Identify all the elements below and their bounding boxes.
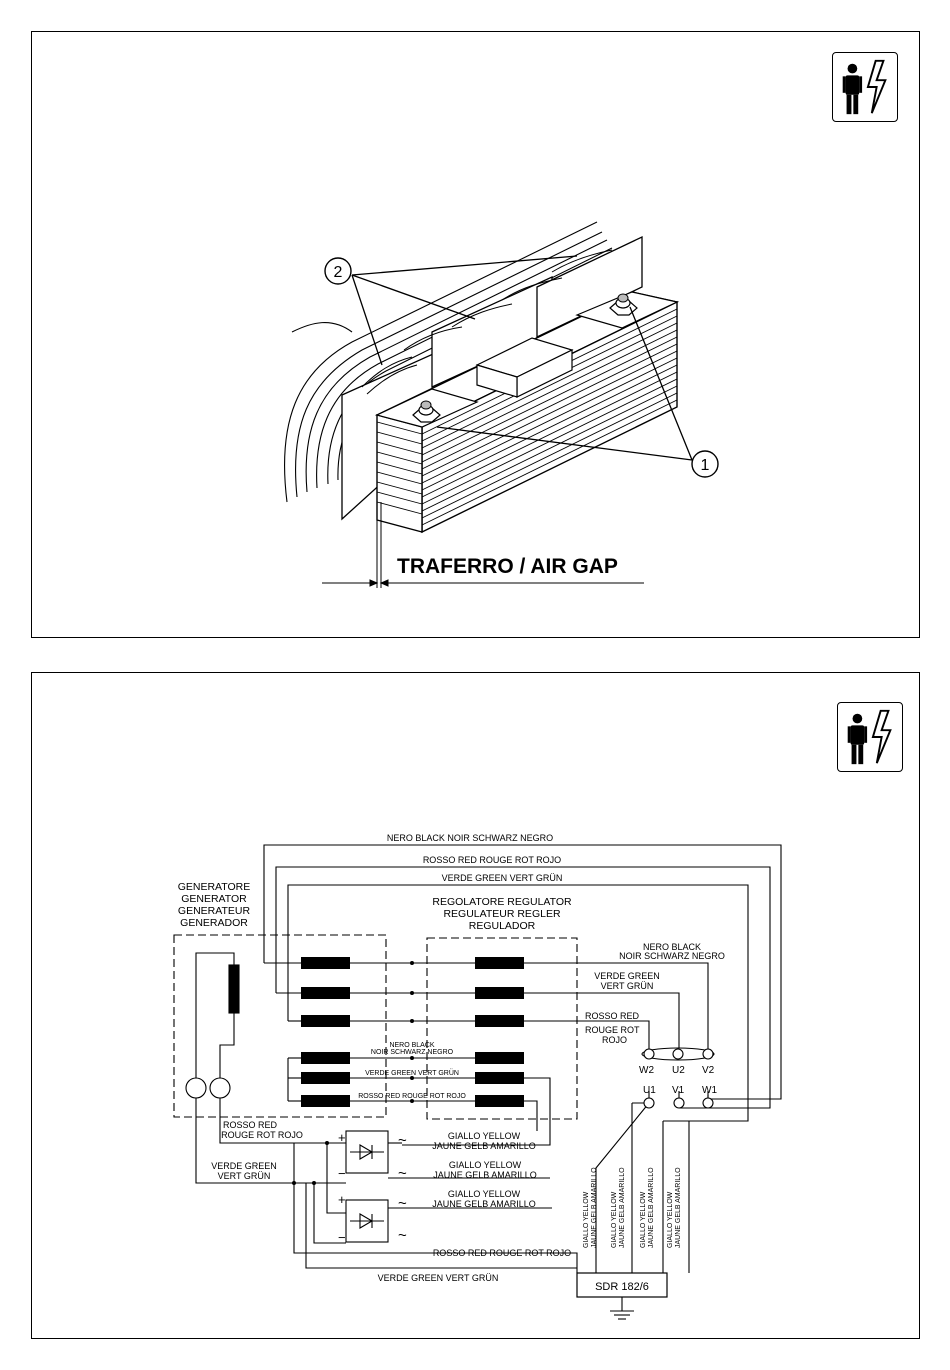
terminal-w1: W1 [702, 1085, 717, 1096]
right-black-label-2: NOIR SCHWARZ NEGRO [619, 951, 725, 961]
right-black-label-1: NERO BLACK [643, 942, 701, 952]
terminals [641, 1047, 715, 1109]
right-red-label-1: ROSSO RED [585, 1011, 640, 1021]
bolt-left [412, 400, 441, 423]
bolt-right [609, 293, 638, 316]
wire-green-loop [287, 884, 749, 1122]
generator-label-3: GENERATEUR [178, 905, 251, 917]
yellow-1-label-1: GIALLO YELLOW [448, 1131, 521, 1141]
air-gap-illustration: 1 2 TRAFERRO / AIR GAP [284, 221, 719, 588]
callout-1-leaders [436, 306, 693, 461]
generator-label-2: GENERATOR [181, 893, 247, 905]
mid-black-label-1: NERO BLACK [389, 1042, 434, 1049]
wiring-diagram: NERO BLACK NOIR SCHWARZ NEGRO ROSSO RED … [173, 833, 782, 1320]
callout-1-label: 1 [701, 457, 710, 474]
vertical-yellow-1b: JAUNE GELB AMARILLO [591, 1167, 598, 1248]
right-green-label-2: VERT GRÜN [601, 981, 654, 991]
right-red-label-2: ROUGE ROT [585, 1025, 640, 1035]
vertical-yellow-4b: JAUNE GELB AMARILLO [675, 1167, 682, 1248]
generator-box [173, 934, 387, 1118]
terminal-u1: U1 [643, 1085, 656, 1096]
left-red-label-1: ROSSO RED [223, 1120, 278, 1130]
vertical-yellow-1a: GIALLO YELLOW [583, 1191, 590, 1248]
bottom-green-label: VERDE GREEN VERT GRÜN [378, 1273, 499, 1283]
ac-sign-3: ~ [398, 1195, 407, 1212]
coil-bars [301, 957, 524, 1107]
left-green-label-2: VERT GRÜN [218, 1171, 271, 1181]
callout-2-circle [324, 257, 352, 285]
ac-sign-4: ~ [398, 1227, 407, 1244]
callout-2-leaders [351, 255, 578, 366]
yellow-3-label-1: GIALLO YELLOW [448, 1189, 521, 1199]
sdr-connector-label: SDR 182/6 [595, 1281, 649, 1293]
vertical-yellow-2b: JAUNE GELB AMARILLO [619, 1167, 626, 1248]
magnet-block [374, 291, 680, 534]
vertical-yellow-3b: JAUNE GELB AMARILLO [648, 1167, 655, 1248]
electrical-hazard-icon [832, 52, 898, 122]
left-red-label-2: ROUGE ROT ROJO [221, 1130, 303, 1140]
yellow-1-label-2: JAUNE GELB AMARILLO [432, 1141, 536, 1151]
left-green-label-1: VERDE GREEN [211, 1161, 277, 1171]
air-gap-dimension [322, 502, 644, 588]
electrical-hazard-icon [837, 702, 903, 772]
wiring-diagram-panel: NERO BLACK NOIR SCHWARZ NEGRO ROSSO RED … [31, 672, 920, 1339]
plus-sign-1: + [338, 1130, 346, 1145]
vertical-yellow-2a: GIALLO YELLOW [611, 1191, 618, 1248]
mid-red-label: ROSSO RED ROUGE ROT ROJO [358, 1093, 466, 1100]
regulator-label-2: REGULATEUR REGLER [443, 908, 560, 920]
mid-black-label-2: NOIR SCHWARZ NEGRO [371, 1049, 454, 1056]
generator-label-1: GENERATORE [178, 881, 251, 893]
regulator-label-1: REGOLATORE REGULATOR [432, 896, 572, 908]
yellow-3-label-2: JAUNE GELB AMARILLO [432, 1199, 536, 1209]
callout-2-label: 2 [334, 264, 343, 281]
wire-red-top-label: ROSSO RED ROUGE ROT ROJO [423, 855, 561, 865]
vertical-yellow-4a: GIALLO YELLOW [667, 1191, 674, 1248]
ac-sign-2: ~ [398, 1165, 407, 1182]
terminal-w2: W2 [639, 1065, 654, 1076]
callout-1-circle [691, 450, 719, 478]
vertical-yellow-3a: GIALLO YELLOW [640, 1191, 647, 1248]
wire-black-top-label: NERO BLACK NOIR SCHWARZ NEGRO [387, 833, 553, 843]
regulator-label-3: REGULADOR [469, 920, 536, 932]
air-gap-caption: TRAFERRO / AIR GAP [397, 555, 618, 578]
right-green-label-1: VERDE GREEN [594, 971, 660, 981]
generator-label-4: GENERADOR [180, 917, 248, 929]
terminal-u2: U2 [672, 1065, 685, 1076]
wire-red-loop [275, 866, 771, 1109]
ac-sign-1: ~ [398, 1132, 407, 1149]
terminal-v2: V2 [702, 1065, 715, 1076]
minus-sign-2: − [338, 1230, 346, 1245]
wire-green-top-label: VERDE GREEN VERT GRÜN [442, 873, 563, 883]
top-figure-panel: 1 2 TRAFERRO / AIR GAP [31, 31, 920, 638]
minus-sign-1: − [338, 1166, 346, 1181]
terminal-v1: V1 [672, 1085, 685, 1096]
regulator-box [426, 937, 578, 1120]
yellow-2-label-2: JAUNE GELB AMARILLO [433, 1170, 537, 1180]
mid-green-label: VERDE GREEN VERT GRÜN [365, 1069, 459, 1077]
plate-coil-edges [361, 249, 613, 395]
plus-sign-2: + [338, 1192, 346, 1207]
yellow-2-label-1: GIALLO YELLOW [449, 1160, 522, 1170]
bottom-red-label: ROSSO RED ROUGE ROT ROJO [433, 1248, 571, 1258]
right-red-label-3: ROJO [602, 1035, 627, 1045]
